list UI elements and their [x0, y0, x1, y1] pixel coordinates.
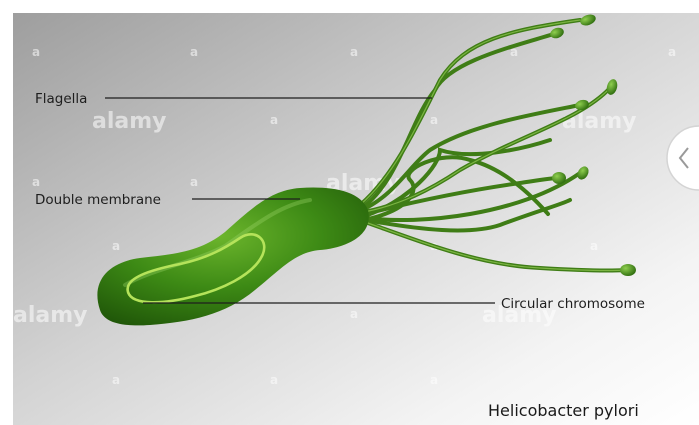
watermark-mark: a: [270, 113, 278, 127]
watermark-mark: a: [270, 373, 278, 387]
flagella-label: Flagella: [35, 91, 87, 107]
diagram-title: Helicobacter pylori: [488, 401, 639, 420]
double-membrane-label: Double membrane: [35, 192, 161, 208]
watermark-mark: a: [32, 175, 40, 189]
watermark-mark: a: [190, 45, 198, 59]
watermark-mark: a: [190, 175, 198, 189]
circular-chromosome-label: Circular chromosome: [501, 296, 645, 312]
watermark-mark: a: [430, 113, 438, 127]
watermark-mark: a: [668, 45, 676, 59]
watermark-brand: alamy: [92, 109, 167, 134]
watermark-mark: a: [590, 239, 598, 253]
watermark-mark: a: [32, 45, 40, 59]
watermark-mark: a: [430, 373, 438, 387]
flagellum-tip: [620, 264, 636, 276]
flagellum-tip: [552, 172, 566, 184]
watermark-mark: a: [350, 45, 358, 59]
watermark-mark: a: [112, 239, 120, 253]
watermark-mark: a: [350, 307, 358, 321]
watermark-mark: a: [112, 373, 120, 387]
watermark-brand: alamy: [13, 303, 88, 328]
